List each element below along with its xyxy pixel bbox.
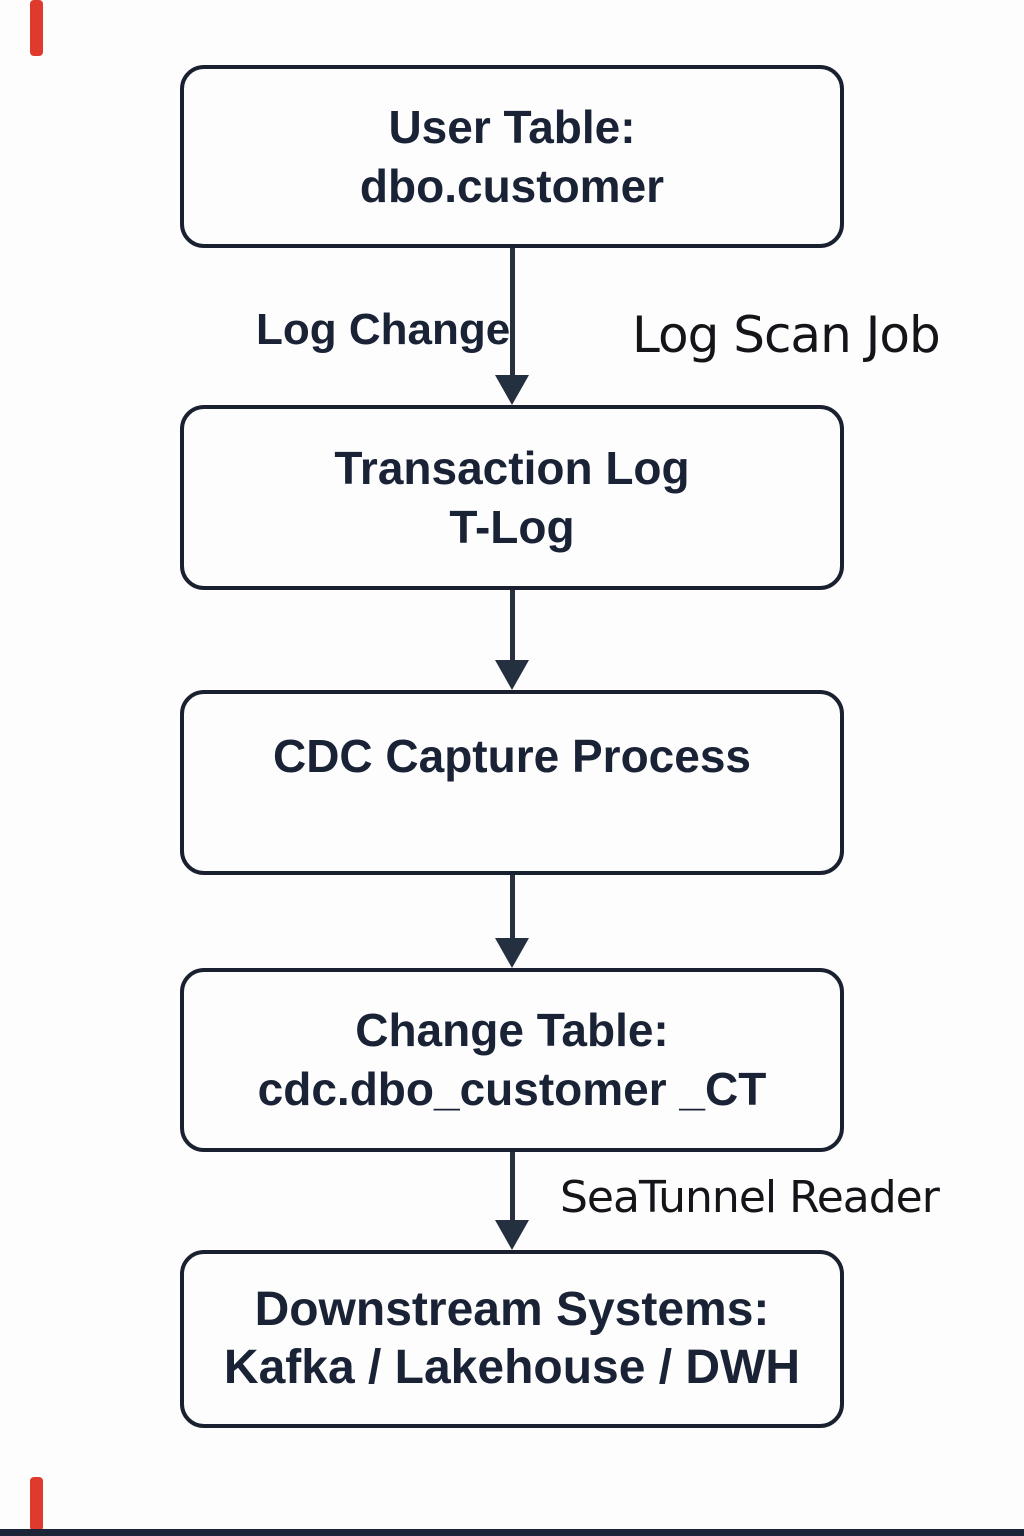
flow-node-change-table: Change Table: cdc.dbo_customer _CT — [180, 968, 844, 1152]
edge-label-log-change: Log Change — [256, 305, 511, 354]
arrow-user-table-to-tlog — [510, 248, 515, 378]
node-line: CDC Capture Process — [272, 730, 752, 782]
edge-label-log-scan-job: Log Scan Job — [632, 306, 941, 364]
node-line: Kafka / Lakehouse / DWH — [223, 1341, 801, 1394]
flow-node-user-table: User Table: dbo.customer — [180, 65, 844, 248]
arrow-cdc-to-change-table — [510, 875, 515, 940]
arrowhead — [495, 660, 529, 690]
flow-node-downstream-systems: Downstream Systems: Kafka / Lakehouse / … — [180, 1250, 844, 1428]
node-line: Downstream Systems: — [254, 1283, 770, 1336]
node-line: cdc.dbo_customer _CT — [257, 1063, 767, 1115]
node-line: Change Table: — [355, 1004, 669, 1056]
arrow-change-table-to-downstream — [510, 1152, 515, 1222]
bottom-edge-bar — [0, 1529, 1024, 1536]
node-line: Transaction Log — [334, 441, 690, 494]
arrow-tlog-to-cdc — [510, 590, 515, 662]
left-edge-red-marker-top — [30, 0, 43, 56]
edge-label-seatunnel-reader: SeaTunnel Reader — [560, 1172, 940, 1223]
flow-node-transaction-log: Transaction Log T-Log — [180, 405, 844, 590]
arrowhead — [495, 375, 529, 405]
flow-node-cdc-capture: CDC Capture Process — [180, 690, 844, 875]
node-line: dbo.customer — [359, 159, 665, 212]
left-edge-red-marker-bottom — [30, 1477, 43, 1531]
arrowhead — [495, 938, 529, 968]
node-line: User Table: — [388, 100, 636, 153]
arrowhead — [495, 1220, 529, 1250]
node-line: T-Log — [449, 500, 575, 553]
